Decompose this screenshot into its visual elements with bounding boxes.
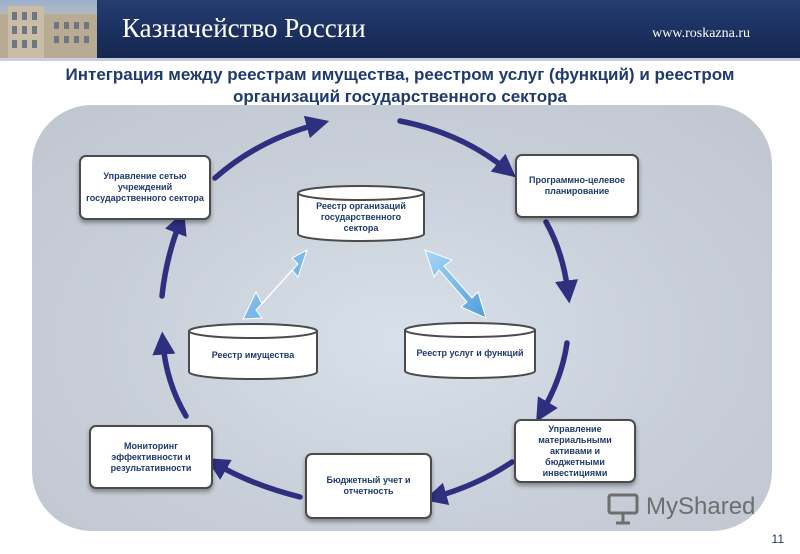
cycle-arrow-5 <box>423 459 515 506</box>
slide-title-line-1: Интеграция между реестрам имущества, рее… <box>65 65 735 84</box>
registry-organizations-cylinder <box>297 185 425 242</box>
double-arrow-right <box>424 249 487 319</box>
node-network-management: Управление сетью учреждений государствен… <box>79 155 211 220</box>
cycle-arrow-1 <box>212 115 330 181</box>
slide-title: Интеграция между реестрам имущества, рее… <box>20 64 780 108</box>
cycle-arrow-3 <box>543 219 579 304</box>
node-asset-management: Управление материальными активами и бюдж… <box>514 419 636 483</box>
myshared-watermark: MyShared <box>606 492 766 526</box>
cycle-arrow-2 <box>397 118 516 178</box>
cycle-arrow-4 <box>536 340 570 422</box>
slide-title-line-2: организаций государственного сектора <box>233 87 567 106</box>
node-monitoring: Мониторинг эффективности и результативно… <box>89 425 213 489</box>
header-bar: Казначейство России www.roskazna.ru <box>0 0 800 58</box>
registry-services-cylinder <box>404 322 536 379</box>
double-arrow-left <box>242 248 308 320</box>
building-photo <box>0 0 97 58</box>
node-program-planning: Программно-целевое планирование <box>515 154 639 218</box>
header-divider <box>0 58 800 61</box>
cycle-arrow-6 <box>206 458 303 500</box>
page-number: 11 <box>771 532 784 546</box>
header-url-link[interactable]: www.roskazna.ru <box>652 26 750 41</box>
myshared-text: MyShared <box>646 493 756 520</box>
cycle-arrow-7 <box>152 331 189 419</box>
registry-property-label: Реестр имущества <box>211 350 295 360</box>
registry-organizations-label: Реестр организаций государственного сект… <box>316 201 406 233</box>
registry-services-label: Реестр услуг и функций <box>416 348 524 358</box>
node-budget-accounting: Бюджетный учет и отчетность <box>305 453 432 519</box>
cycle-arrow-8 <box>159 211 187 299</box>
presentation-board-icon <box>607 493 639 525</box>
header-title: Казначейство России <box>122 13 366 43</box>
registry-property-cylinder <box>188 323 318 380</box>
